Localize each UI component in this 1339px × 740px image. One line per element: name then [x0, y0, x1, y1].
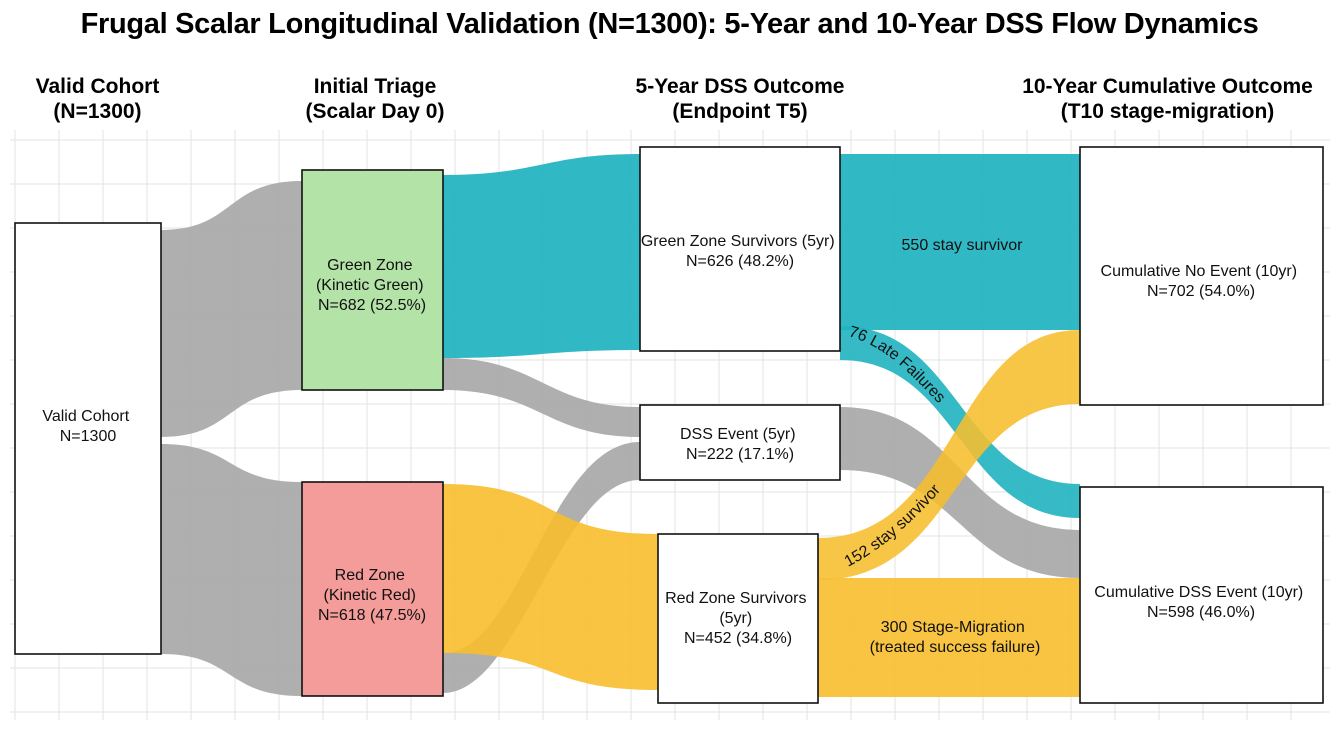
label-cumulative-no-event: Cumulative No Event (10yr) N=702 (54.0%)	[1101, 263, 1302, 300]
flow-green-to-dss5	[443, 358, 640, 437]
label-valid-cohort: Valid Cohort N=1300	[42, 408, 133, 445]
label-300-stage-migration: 300 Stage-Migration (treated success fai…	[870, 619, 1041, 656]
node-red-zone-survivors	[657, 533, 819, 704]
node-dss-event-5yr	[639, 404, 841, 481]
label-red-zone: Red Zone (Kinetic Red) N=618 (47.5%)	[318, 567, 426, 624]
chart-title: Frugal Scalar Longitudinal Validation (N…	[80, 8, 1259, 40]
column-header-triage: Initial Triage (Scalar Day 0)	[305, 75, 445, 123]
column-header-10yr: 10-Year Cumulative Outcome (T10 stage-mi…	[1022, 75, 1313, 123]
flow-red-to-red-survivors	[443, 484, 658, 690]
flow-152-stay-survivor	[818, 330, 1080, 580]
flow-cohort-to-green	[161, 181, 302, 437]
flow-76-late-failures	[840, 326, 1080, 518]
column-header-5yr: 5-Year DSS Outcome (Endpoint T5)	[635, 75, 845, 123]
flow-dss5-to-dss10	[840, 407, 1080, 578]
node-green-zone	[301, 169, 444, 391]
label-green-zone: Green Zone (Kinetic Green) N=682 (52.5%)	[316, 257, 428, 314]
node-cumulative-no-event	[1079, 146, 1324, 406]
column-header-cohort: Valid Cohort (N=1300)	[35, 75, 160, 123]
label-green-zone-survivors: Green Zone Survivors (5yr) N=626 (48.2%)	[641, 233, 839, 270]
label-cumulative-dss-event: Cumulative DSS Event (10yr) N=598 (46.0%…	[1094, 584, 1307, 621]
label-red-zone-survivors: Red Zone Survivors (5yr) N=452 (34.8%)	[665, 590, 811, 647]
node-cumulative-dss-event	[1079, 486, 1324, 704]
flow-300-stage-migration	[818, 578, 1080, 697]
label-dss-event-5yr: DSS Event (5yr) N=222 (17.1%)	[680, 426, 800, 463]
label-550-stay-survivor: 550 stay survivor	[902, 237, 1024, 254]
flow-550-stay-survivor	[840, 154, 1080, 330]
node-valid-cohort	[14, 222, 162, 655]
node-red-zone	[301, 481, 444, 697]
label-76-late-failures: 76 Late Failures	[847, 324, 948, 407]
flow-cohort-to-red	[161, 444, 302, 696]
flow-green-to-green-survivors	[443, 154, 640, 358]
node-green-zone-survivors	[639, 146, 841, 352]
